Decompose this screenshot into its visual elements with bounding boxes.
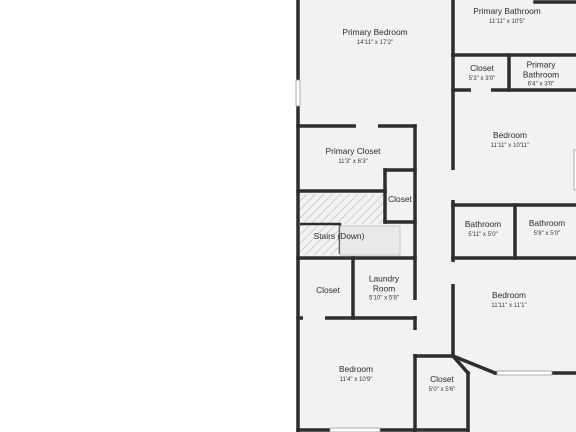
room-primary-bedroom: Primary Bedroom 14'11" x 17'2" (342, 28, 407, 46)
room-dimensions: 5'10" x 5'8" (368, 294, 400, 302)
room-name: Primary Closet (325, 146, 381, 157)
room-stairs: Stairs (Down) (314, 232, 365, 242)
room-dimensions: 14'11" x 17'2" (356, 38, 394, 46)
room-primary-bathroom-top: Primary Bathroom 11'11" x 10'5" (473, 7, 540, 25)
room-name: Closet (470, 63, 494, 74)
room-dimensions: 11'4" x 10'9" (339, 375, 373, 383)
room-name: Bedroom (339, 364, 373, 375)
room-closet-hall: Closet (388, 195, 412, 205)
room-dimensions: 5'3" x 3'0" (468, 74, 496, 82)
stairs-hatch (300, 194, 401, 256)
room-dimensions: 6'4" x 3'0" (527, 80, 555, 88)
room-name: Closet (388, 194, 412, 205)
room-name: Primary Bedroom (342, 27, 408, 38)
room-name: Bedroom (492, 290, 526, 301)
room-name: Bathroom (528, 218, 566, 229)
room-closet-top-right: Closet 5'3" x 3'0" (469, 64, 496, 82)
room-name: Primary Bathroom (473, 6, 541, 17)
door-gaps (303, 88, 491, 354)
room-laundry-room: Laundry Room 5'10" x 5'8" (362, 273, 406, 302)
room-dimensions: 11'11" x 10'5" (489, 17, 525, 25)
room-dimensions: 11'3" x 6'3" (338, 157, 368, 165)
room-name: Stairs (Down) (313, 231, 365, 242)
room-dimensions: 5'0" x 5'6" (428, 385, 456, 393)
room-name: Closet (316, 285, 340, 296)
room-dimensions: 11'11" x 10'11" (490, 141, 530, 149)
room-bedroom-lower-left: Bedroom 11'4" x 10'9" (339, 365, 373, 383)
room-bathroom-left: Bathroom 5'11" x 5'0" (465, 220, 501, 238)
room-dimensions: 5'8" x 5'0" (533, 229, 561, 237)
room-name: Laundry Room (368, 273, 400, 293)
room-closet-bottom: Closet 5'0" x 5'6" (429, 375, 456, 393)
room-bedroom-upper-right: Bedroom 11'11" x 10'11" (491, 131, 530, 149)
room-name: Closet (430, 374, 454, 385)
room-name: Primary Bathroom (522, 59, 560, 79)
room-dimensions: 11'11" x 11'1" (491, 301, 527, 309)
room-name: Bedroom (493, 130, 527, 141)
room-primary-closet: Primary Closet 11'3" x 6'3" (326, 147, 381, 165)
room-closet-laundry-side: Closet (316, 286, 340, 296)
room-name: Bathroom (464, 219, 502, 230)
room-bathroom-right: Bathroom 5'8" x 5'0" (529, 219, 565, 237)
windows (295, 79, 576, 432)
room-bedroom-lower-right: Bedroom 11'11" x 11'1" (491, 291, 526, 309)
room-dimensions: 5'11" x 5'0" (468, 230, 498, 238)
room-primary-bathroom-small: Primary Bathroom 6'4" x 3'0" (511, 59, 571, 88)
